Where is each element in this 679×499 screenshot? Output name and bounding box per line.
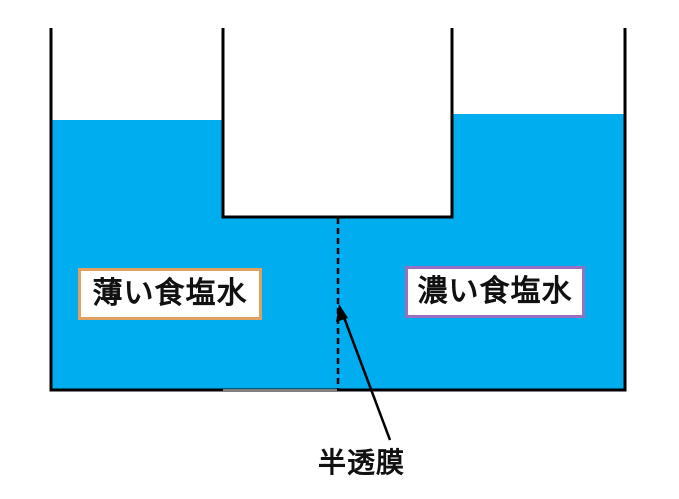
- partition-outline: [221, 28, 454, 219]
- concentrated-salt-water-text: 濃い食塩水: [417, 274, 573, 309]
- semipermeable-membrane-label: 半透膜: [318, 446, 406, 479]
- partition-block: [223, 28, 452, 217]
- dilute-salt-water-text: 薄い食塩水: [92, 276, 248, 311]
- membrane-pointer-line: [340, 311, 392, 441]
- dilute-salt-water-label: 薄い食塩水: [78, 268, 262, 320]
- concentrated-salt-water-label: 濃い食塩水: [405, 266, 585, 318]
- tank-outline: [49, 28, 627, 392]
- membrane-pointer-arrowhead: [336, 304, 348, 322]
